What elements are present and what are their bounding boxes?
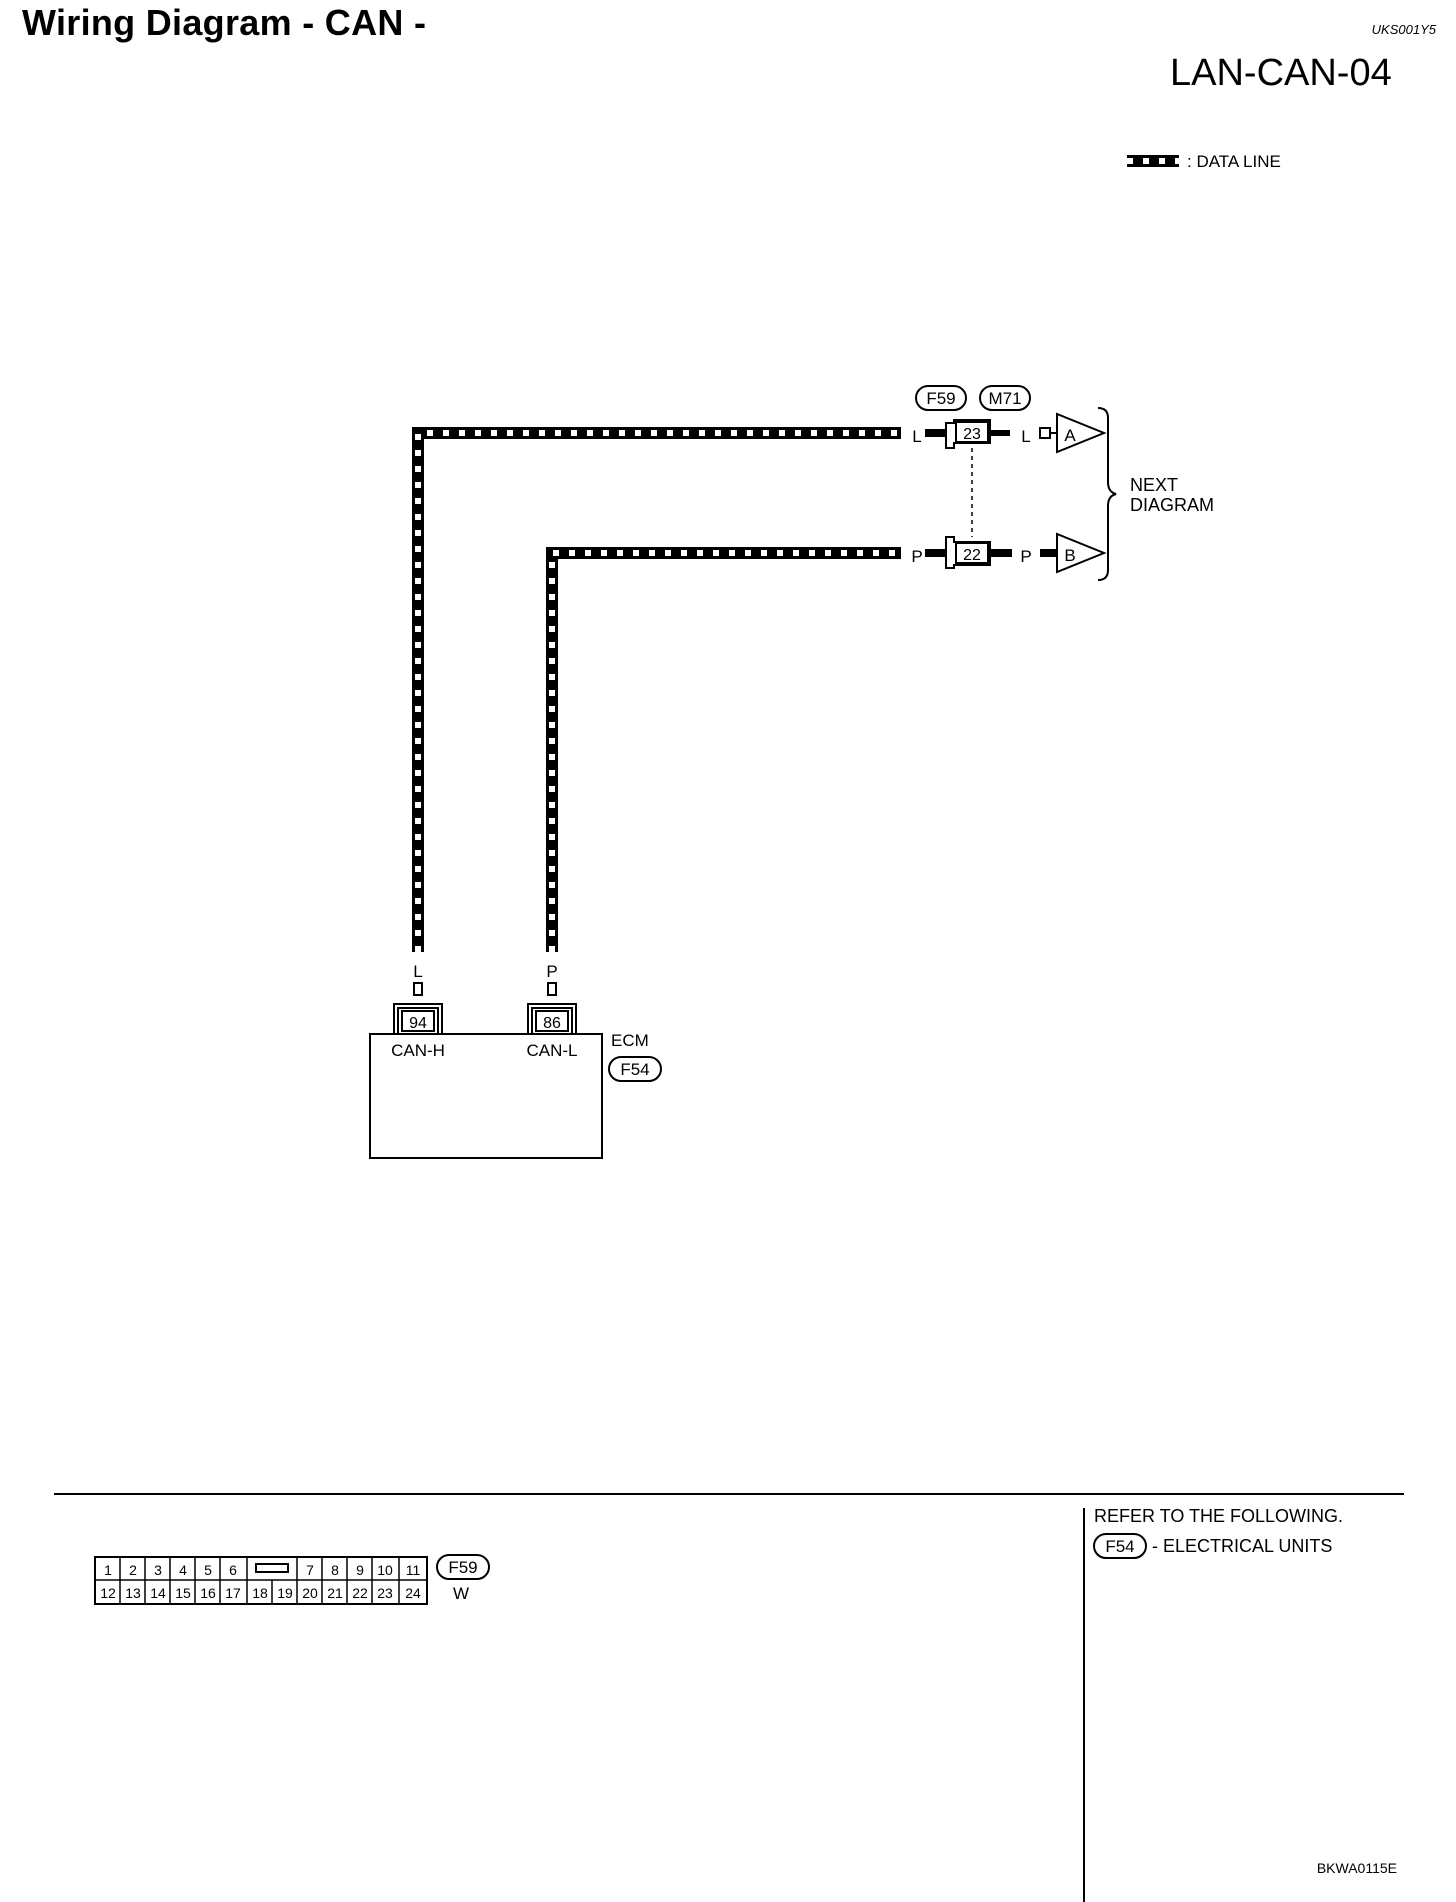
- connector-m71-badge: M71: [979, 385, 1031, 411]
- svg-text:B: B: [1064, 546, 1075, 565]
- svg-text:15: 15: [175, 1585, 191, 1601]
- reference-code: UKS001Y5: [1371, 22, 1436, 37]
- next-diagram-arrow-b: B: [1056, 532, 1107, 574]
- svg-text:94: 94: [409, 1015, 427, 1032]
- legend-label: : DATA LINE: [1187, 152, 1281, 171]
- svg-text:21: 21: [327, 1585, 343, 1601]
- svg-text:8: 8: [331, 1562, 339, 1578]
- ecm-wire-color: L: [413, 962, 422, 981]
- next-diagram-label: DIAGRAM: [1130, 495, 1214, 515]
- connector-f54-badge: F54: [608, 1056, 662, 1082]
- connector-f59-badge: F59: [915, 385, 967, 411]
- svg-text:A: A: [1064, 426, 1076, 445]
- legend-data-line: : DATA LINE: [1127, 152, 1281, 171]
- svg-text:86: 86: [543, 1015, 561, 1032]
- page-title: Wiring Diagram - CAN -: [22, 2, 427, 43]
- svg-text:12: 12: [100, 1585, 116, 1601]
- svg-text:16: 16: [200, 1585, 216, 1601]
- svg-text:20: 20: [302, 1585, 318, 1601]
- ecm-name: ECM: [611, 1031, 649, 1050]
- brace: [1097, 407, 1117, 581]
- diagram-code: LAN-CAN-04: [1170, 52, 1392, 94]
- svg-text:11: 11: [406, 1562, 421, 1578]
- refer-connector-badge: F54: [1093, 1533, 1147, 1559]
- svg-text:F54: F54: [620, 1060, 649, 1079]
- svg-text:24: 24: [405, 1585, 421, 1601]
- svg-text:1: 1: [104, 1562, 112, 1578]
- svg-text:5: 5: [204, 1562, 212, 1578]
- connector-terminal-23: 23: [945, 419, 991, 449]
- svg-text:22: 22: [352, 1585, 368, 1601]
- ecm-pin-label: CAN-L: [526, 1041, 577, 1060]
- svg-text:23: 23: [963, 426, 981, 443]
- ecm-pin-label: CAN-H: [391, 1041, 445, 1060]
- data-line-can-h: [412, 427, 901, 952]
- connector-face-id-badge: F59: [436, 1554, 490, 1580]
- ecm-wire-color: P: [546, 962, 557, 981]
- svg-text:14: 14: [150, 1585, 166, 1601]
- connector-face-f59: 1 2 3 4 5 6 7 8 9 10 11 12 13 14 15 16 1…: [94, 1556, 428, 1605]
- refer-heading: REFER TO THE FOLLOWING.: [1094, 1506, 1343, 1526]
- svg-text:17: 17: [225, 1585, 241, 1601]
- svg-text:9: 9: [356, 1562, 364, 1578]
- connector-color: W: [453, 1584, 469, 1603]
- ecm-box: [369, 1033, 603, 1159]
- wire-color-label: L: [1021, 427, 1030, 446]
- wire-color-label: P: [1020, 547, 1031, 566]
- ecm-pin-94: 94: [393, 1003, 443, 1034]
- svg-text:10: 10: [377, 1562, 393, 1578]
- svg-text:M71: M71: [988, 389, 1021, 408]
- svg-text:19: 19: [277, 1585, 293, 1601]
- svg-text:23: 23: [377, 1585, 393, 1601]
- svg-text:F54: F54: [1105, 1537, 1134, 1556]
- refer-text: - ELECTRICAL UNITS: [1152, 1536, 1332, 1556]
- wire-color-label: L: [912, 427, 921, 446]
- svg-text:3: 3: [154, 1562, 162, 1578]
- svg-text:2: 2: [129, 1562, 137, 1578]
- next-diagram-label: NEXT: [1130, 475, 1178, 495]
- wire-color-label: P: [911, 547, 922, 566]
- svg-text:6: 6: [229, 1562, 237, 1578]
- figure-code: BKWA0115E: [1317, 1860, 1397, 1876]
- svg-text:22: 22: [963, 547, 981, 564]
- data-line-can-l: [546, 547, 901, 952]
- svg-text:F59: F59: [448, 1558, 477, 1577]
- ecm-pin-86: 86: [527, 1003, 577, 1034]
- svg-text:7: 7: [306, 1562, 314, 1578]
- svg-text:F59: F59: [926, 389, 955, 408]
- svg-text:13: 13: [125, 1585, 141, 1601]
- svg-text:18: 18: [252, 1585, 268, 1601]
- next-diagram-arrow-a: A: [1056, 412, 1107, 454]
- connector-terminal-22: 22: [945, 536, 991, 569]
- svg-text:4: 4: [179, 1562, 187, 1578]
